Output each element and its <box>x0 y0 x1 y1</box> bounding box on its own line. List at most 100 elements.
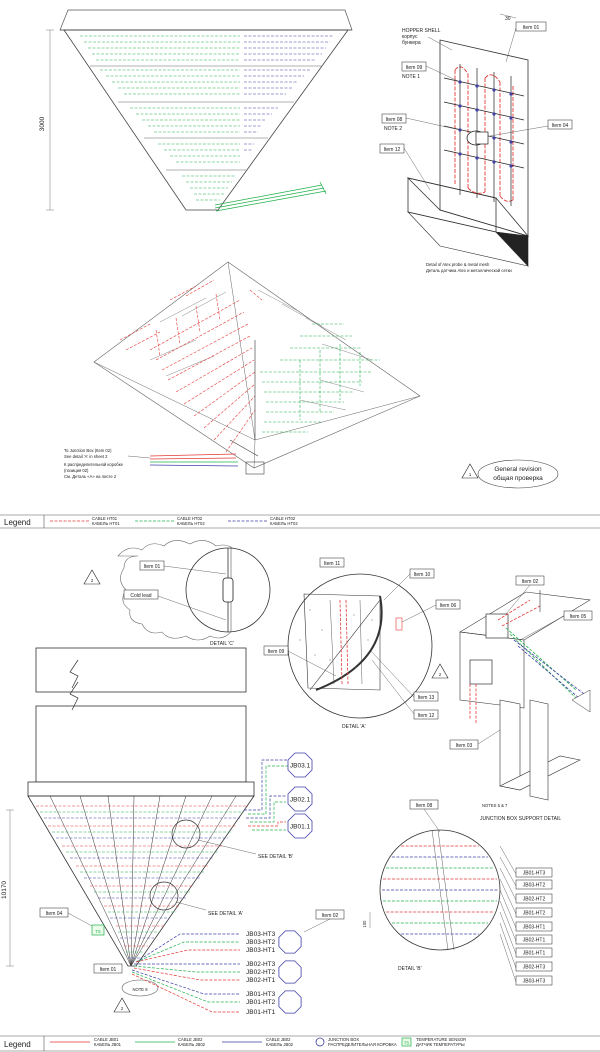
item12-tag-detail-a <box>413 709 439 720</box>
junction-box-jb03-1: JB03.1 <box>287 752 313 778</box>
cable-label-jb01-ht3: JB01-HT3 <box>246 991 276 998</box>
junction-box-octagon-lower-2 <box>278 960 302 984</box>
cable-label-jb03-ht2: JB03-HT2 <box>246 939 276 946</box>
detail-a: Item 11 Item 10 Item 06 Item 09 Item 13 … <box>263 557 461 730</box>
svg-text:КАБЕЛЬ HT01: КАБЕЛЬ HT01 <box>92 521 120 526</box>
junction-box-octagon-lower-1 <box>278 930 302 954</box>
svg-text:Item 05: Item 05 <box>570 614 587 620</box>
detail-b-label-jb01-ht2: JB01-HT2 <box>523 911 546 917</box>
probe-mesh-detail: 30 HOPPER SHELL корпус бункера Item 01 I… <box>379 13 573 273</box>
item04-tag-sheet2 <box>39 907 69 918</box>
svg-text:To Junction Box (Item 02): To Junction Box (Item 02) <box>64 448 112 453</box>
svg-text:JB02.1: JB02.1 <box>290 797 311 804</box>
legend-title: Legend <box>4 518 31 527</box>
svg-text:TEMPERATURE SENSOR: TEMPERATURE SENSOR <box>416 1037 466 1042</box>
item09-tag-detail-a <box>263 645 289 656</box>
item09-tag-sheet1 <box>401 61 427 72</box>
detail-b-label-jb03-ht1: JB03-HT1 <box>523 925 546 931</box>
detail-b-label-jb02-ht1: JB02-HT1 <box>523 938 546 944</box>
svg-text:К распределительной коробке: К распределительной коробке <box>64 462 124 467</box>
svg-text:JB01.1: JB01.1 <box>290 824 311 831</box>
item01-tag-sheet1 <box>515 21 547 32</box>
svg-text:Item 12: Item 12 <box>418 713 435 719</box>
detail-b-label-jb02-ht2: JB02-HT2 <box>523 897 546 903</box>
junction-box-octagon-lower-3 <box>278 990 302 1014</box>
revision-2-triangle-hopper <box>113 997 131 1013</box>
dimension-10170: 10170 <box>1 881 8 899</box>
detail-b-label-box <box>515 879 553 890</box>
cable-label-jb02-ht2: JB02-HT2 <box>246 969 276 976</box>
detail-b-label-box <box>515 961 553 972</box>
svg-text:Cold lead: Cold lead <box>130 593 151 599</box>
svg-text:TS: TS <box>95 929 101 934</box>
revision-2-triangle-jb <box>431 663 449 679</box>
svg-text:Деталь датчика Atex и металлич: Деталь датчика Atex и металлической сетк… <box>426 268 512 273</box>
jb-support-caption: JUNCTION BOX SUPPORT DETAIL <box>480 816 561 822</box>
cold-lead-tag <box>123 589 159 600</box>
item04-tag-sheet1 <box>547 119 573 130</box>
svg-text:Item 13: Item 13 <box>418 695 435 701</box>
cable-label-jb03-ht3: JB03-HT3 <box>246 931 276 938</box>
note-2: NOTE 2 <box>384 126 402 132</box>
svg-text:Item 11: Item 11 <box>324 561 341 567</box>
detail-b-label-jb03-ht2: JB03-HT2 <box>523 883 546 889</box>
svg-text:(позиция 02): (позиция 02) <box>64 468 89 473</box>
detail-b-label-box <box>515 975 553 986</box>
svg-text:See detail 'A' in sheet 2: See detail 'A' in sheet 2 <box>64 454 108 459</box>
svg-text:CABLE HT02: CABLE HT02 <box>270 516 296 521</box>
hopper-shaft <box>35 647 247 783</box>
temperature-sensor-ts <box>91 924 105 936</box>
item12-tag-sheet1 <box>379 143 405 154</box>
detail-b-label-box <box>515 907 553 918</box>
svg-text:CABLE JB02: CABLE JB02 <box>178 1037 203 1042</box>
svg-text:Item 12: Item 12 <box>384 147 401 153</box>
legend-sheet1: Legend CABLE HT01 КАБЕЛЬ HT01 CABLE HT02… <box>0 514 600 529</box>
hopper-isometric: To Junction Box (Item 02) See detail 'A'… <box>64 261 421 479</box>
junction-box-jb02-1: JB02.1 <box>287 786 313 812</box>
svg-text:HOPPER SHELL: HOPPER SHELL <box>402 28 441 34</box>
svg-text:КАБЕЛЬ JB01: КАБЕЛЬ JB01 <box>94 1042 122 1047</box>
svg-text:Item 04: Item 04 <box>552 123 569 129</box>
svg-text:CABLE HT01: CABLE HT01 <box>92 516 118 521</box>
svg-text:КАБЕЛЬ HT02: КАБЕЛЬ HT02 <box>270 521 298 526</box>
item10-tag <box>409 568 435 579</box>
svg-text:TS: TS <box>404 1041 410 1046</box>
junction-box-legend-icon <box>315 1037 325 1047</box>
probe-detail-caption: Detail of Atex probe & metal mesh <box>426 262 490 267</box>
item01-tag-detail-c <box>139 560 165 571</box>
svg-text:КАБЕЛЬ JB02: КАБЕЛЬ JB02 <box>266 1042 294 1047</box>
svg-text:общая проверка: общая проверка <box>493 474 543 482</box>
svg-text:Item 09: Item 09 <box>406 65 423 71</box>
detail-c-caption: DETAIL 'C' <box>210 641 234 647</box>
legend-title-2: Legend <box>4 1040 31 1049</box>
cable-label-jb03-ht1: JB03-HT1 <box>246 947 276 954</box>
junction-box-note-sheet1: To Junction Box (Item 02) See detail 'A'… <box>64 448 124 479</box>
svg-text:2: 2 <box>121 1006 124 1011</box>
detail-b-label-box <box>515 921 553 932</box>
detail-b-label-box <box>515 893 553 904</box>
see-detail-a: SEE DETAIL 'A' <box>208 911 243 917</box>
svg-text:2: 2 <box>91 578 94 583</box>
detail-b-label-jb02-ht3: JB02-HT3 <box>523 965 546 971</box>
hopper-cone-sheet2: SEE DETAIL 'B' SEE DETAIL 'A' 10170 Item… <box>1 759 345 1013</box>
svg-text:CABLE JB01: CABLE JB01 <box>94 1037 119 1042</box>
junction-box-jb01-1: JB01.1 <box>287 813 313 839</box>
svg-text:Item 09: Item 09 <box>268 649 285 655</box>
svg-text:CABLE JB02: CABLE JB02 <box>266 1037 291 1042</box>
item05-tag <box>563 610 593 621</box>
item06-tag <box>435 599 461 610</box>
note-8: NOTE 8 <box>132 987 148 992</box>
detail-a-caption: DETAIL 'A' <box>342 724 366 730</box>
jb-support-detail: Item 02 Item 05 Item 03 2 NOTES 5 & 7 JU… <box>431 575 593 822</box>
svg-text:ДАТЧИК ТЕМПЕРАТУРЫ: ДАТЧИК ТЕМПЕРАТУРЫ <box>416 1042 465 1047</box>
temperature-sensor-legend-icon <box>401 1037 412 1047</box>
item13-tag <box>413 691 439 702</box>
svg-text:КАБЕЛЬ HT02: КАБЕЛЬ HT02 <box>177 521 205 526</box>
detail-b-dimension: 100 <box>362 920 367 928</box>
cable-label-jb02-ht1: JB02-HT1 <box>246 977 276 984</box>
note-1: NOTE 1 <box>402 74 420 80</box>
item03-tag <box>449 739 479 750</box>
cable-label-jb01-ht2: JB01-HT2 <box>246 999 276 1006</box>
detail-b-label-box <box>515 867 553 878</box>
